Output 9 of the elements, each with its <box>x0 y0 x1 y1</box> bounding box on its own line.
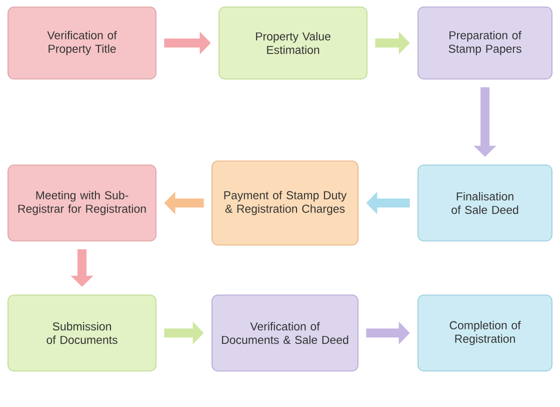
process-box: Verification of Property Title <box>8 6 156 80</box>
process-box: Property Value Estimation <box>218 6 368 80</box>
process-box: Completion of Registration <box>418 294 552 372</box>
process-box: Preparation of Stamp Papers <box>418 6 552 80</box>
process-box: Finalisation of Sale Deed <box>418 164 552 242</box>
process-box: Payment of Stamp Duty & Registration Charges <box>212 160 358 246</box>
process-box: Verification of Documents & Sale Deed <box>212 294 358 372</box>
process-box: Meeting with Sub-Registrar for Registration <box>8 164 156 242</box>
process-box: Submission of Documents <box>8 294 156 372</box>
